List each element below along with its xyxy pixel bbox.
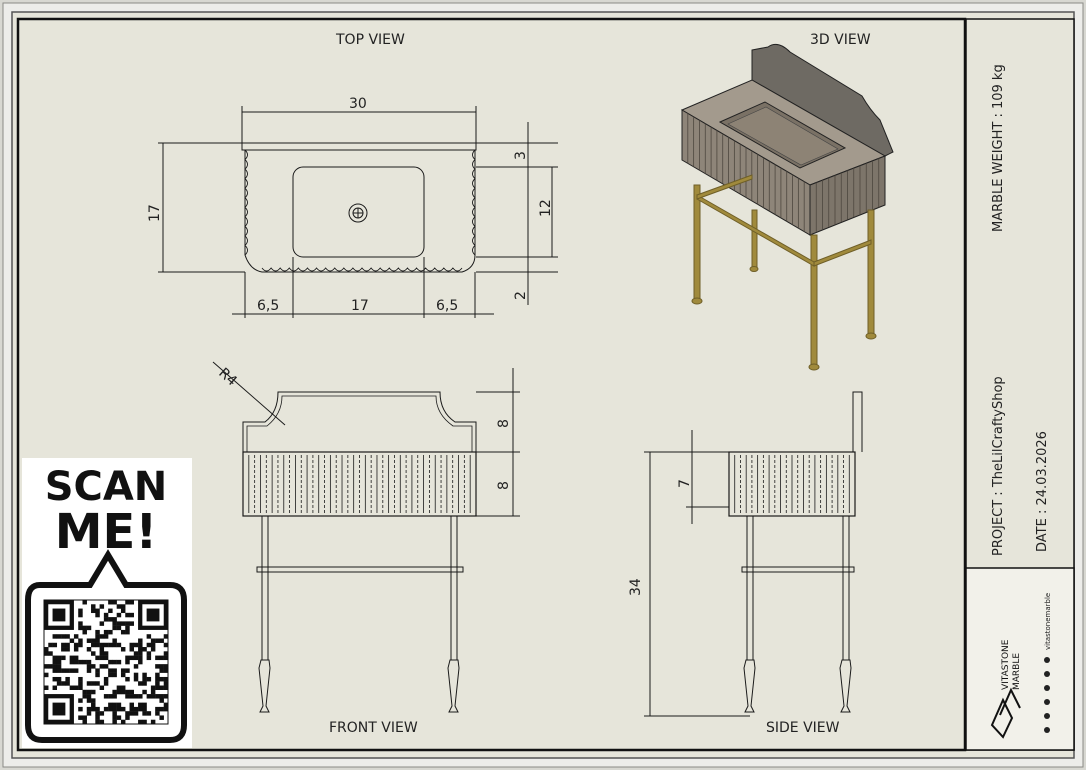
- brand-logo: VITASTONE MARBLE: [990, 639, 1022, 739]
- qr-me-text: ME!: [55, 504, 157, 560]
- dim-top-right-a: 3: [513, 151, 529, 160]
- qr-code[interactable]: [44, 600, 169, 725]
- qr-block: SCAN ME!: [22, 458, 192, 748]
- side-legs: [741, 516, 855, 713]
- brand-name-line2: MARBLE: [1012, 653, 1022, 690]
- radius-leader: [212, 361, 286, 426]
- front-view-label: FRONT VIEW: [329, 720, 418, 736]
- top-view-scallop-right: [472, 149, 476, 256]
- basin-outline: [292, 166, 425, 258]
- dim-top-right-c: 2: [513, 291, 529, 300]
- brand-name-line1: VITASTONE: [1001, 639, 1011, 690]
- dim-bottom-right: 6,5: [436, 298, 458, 314]
- drain-icon: [348, 203, 368, 223]
- 3d-view: [680, 43, 894, 371]
- dim-top-depth: 17: [147, 204, 163, 222]
- project-name: PROJECT : TheLilCraftyShop: [991, 376, 1006, 556]
- brand-box: [965, 567, 1075, 751]
- side-view: [644, 391, 863, 717]
- dim-bottom-mid: 17: [351, 298, 369, 314]
- social-handle: vitastonemarble: [1044, 593, 1052, 650]
- top-view-outline: [244, 150, 476, 273]
- 3d-view-label: 3D VIEW: [810, 32, 871, 48]
- top-view-scallop-edge: [261, 267, 463, 272]
- dim-front-b: 8: [496, 481, 512, 490]
- drawing-date: DATE : 24.03.2026: [1035, 431, 1050, 552]
- 3d-legs: [691, 174, 877, 371]
- top-view-label: TOP VIEW: [335, 32, 405, 48]
- basin-front-fluted: [242, 451, 477, 517]
- dim-bottom-left: 6,5: [257, 298, 279, 314]
- basin-side-fluted: [728, 451, 856, 517]
- fluting-lines: [248, 455, 471, 513]
- side-view-label: SIDE VIEW: [766, 720, 840, 736]
- marble-weight: MARBLE WEIGHT : 109 kg: [991, 64, 1006, 232]
- dim-side-height: 34: [628, 578, 644, 596]
- dim-side-a: 7: [677, 479, 693, 488]
- top-view: [158, 106, 558, 318]
- social-icons: [1044, 657, 1050, 733]
- front-view: [212, 361, 520, 713]
- top-view-scallop-left: [244, 149, 248, 256]
- dim-front-a: 8: [496, 419, 512, 428]
- dim-top-right-b: 12: [538, 199, 554, 217]
- backsplash-outline: [242, 391, 477, 452]
- front-legs: [256, 516, 464, 713]
- qr-scan-text: SCAN: [45, 464, 168, 510]
- dim-top-width: 30: [349, 96, 367, 112]
